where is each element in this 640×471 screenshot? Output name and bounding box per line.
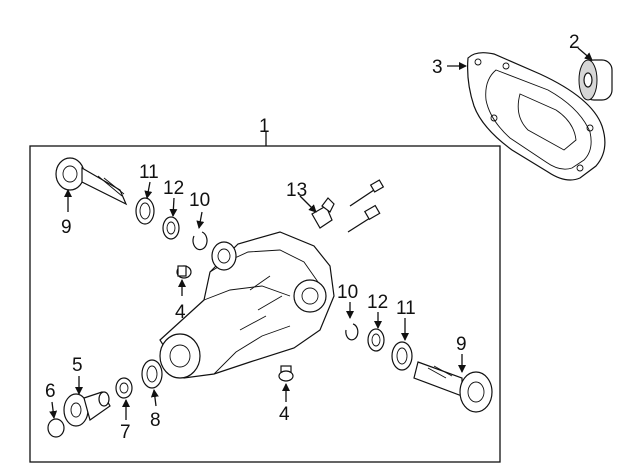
callout-1[interactable]: 1	[259, 116, 270, 137]
callout-2[interactable]: 2	[569, 32, 580, 53]
callout-8[interactable]: 8	[150, 410, 161, 431]
callout-9b[interactable]: 9	[456, 334, 467, 355]
callout-7[interactable]: 7	[120, 422, 131, 443]
callout-3[interactable]: 3	[432, 57, 443, 78]
shim-left-part[interactable]	[135, 197, 155, 225]
output-shaft-left-part[interactable]	[55, 157, 128, 206]
callout-11b[interactable]: 11	[396, 298, 416, 319]
callout-11a-arrow	[144, 181, 153, 199]
snap-ring-left-part[interactable]	[192, 231, 208, 251]
callout-13-arrow	[299, 195, 317, 213]
callout-8-arrow	[150, 389, 159, 407]
callout-10a-arrow	[196, 211, 205, 229]
seal-right-part[interactable]	[367, 328, 385, 352]
callout-5[interactable]: 5	[72, 355, 83, 376]
callout-12a[interactable]: 12	[163, 178, 184, 199]
plug-upper-part[interactable]	[176, 265, 192, 279]
output-shaft-right-part[interactable]	[413, 361, 493, 413]
o-ring-part[interactable]	[47, 418, 65, 438]
snap-ring-right-part[interactable]	[345, 323, 359, 341]
plug-lower-part[interactable]	[278, 365, 294, 382]
nut-part[interactable]	[115, 377, 133, 399]
seal-left-part[interactable]	[162, 216, 180, 240]
callout-6[interactable]: 6	[45, 381, 56, 402]
shim-right-part[interactable]	[391, 341, 413, 371]
callout-6-arrow	[49, 401, 58, 419]
assembly-frame	[29, 145, 501, 463]
breather-and-bolts-part[interactable]	[311, 179, 385, 233]
callout-4a[interactable]: 4	[175, 302, 186, 323]
callout-13[interactable]: 13	[286, 180, 307, 201]
callout-4b[interactable]: 4	[279, 404, 290, 425]
callout-12a-arrow	[169, 197, 178, 217]
mount-bracket-part[interactable]	[467, 52, 606, 181]
callout-11a[interactable]: 11	[139, 162, 159, 183]
callout-10b[interactable]: 10	[337, 282, 358, 303]
input-flange-part[interactable]	[63, 391, 111, 427]
pinion-seal-part[interactable]	[141, 359, 163, 389]
bushing-part[interactable]	[578, 59, 613, 101]
callout-9a[interactable]: 9	[61, 217, 72, 238]
differential-housing-part[interactable]	[159, 231, 335, 379]
callout-12b[interactable]: 12	[367, 292, 388, 313]
callout-10a[interactable]: 10	[189, 190, 210, 211]
callout-2-arrow	[577, 47, 593, 61]
